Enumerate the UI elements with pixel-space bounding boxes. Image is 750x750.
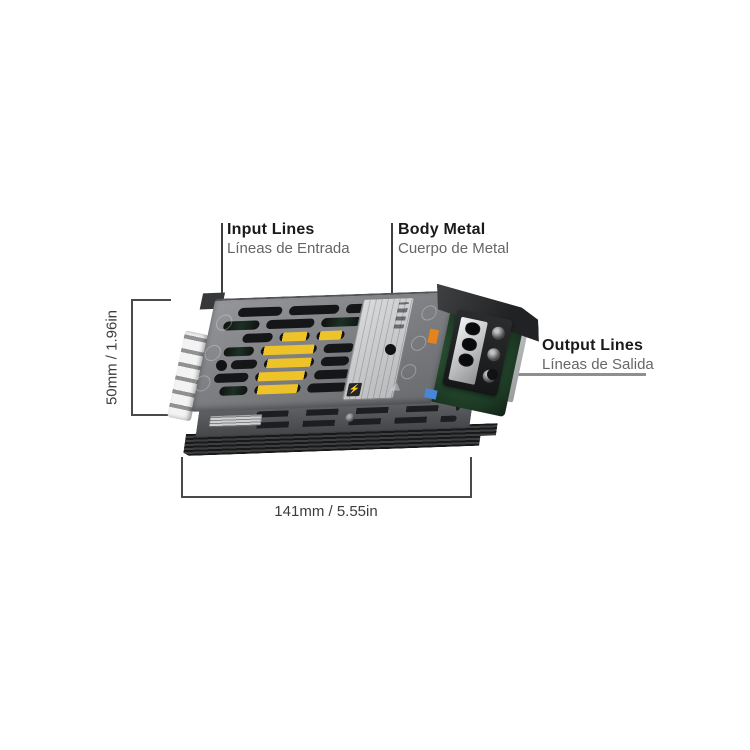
screw-emboss [409,335,428,352]
terminal-hole [464,320,482,337]
terminal-hole [457,352,475,369]
vent-slot [230,359,258,370]
height-dim-line [131,299,133,416]
vent-row [225,303,370,318]
vent-slot [313,369,352,380]
screw-emboss [419,305,439,321]
brand-logo-icon: ⚡ [346,382,363,397]
terminal-screw [490,325,507,341]
vent-row [214,356,356,370]
height-dim-tick-bottom [131,414,178,416]
terminal-screw [486,347,502,363]
callout-input-lines: Input Lines Líneas de Entrada [227,221,350,258]
vent-row [217,343,359,357]
vent-slot [315,330,346,341]
vent-slot [254,370,309,382]
output-leader-line [492,373,646,376]
vent-slot [320,316,363,328]
vent-slot [222,346,255,357]
width-dim-label: 141mm / 5.55in [274,503,378,520]
vent-slot [306,382,349,393]
vent-slot [213,372,250,384]
callout-body-subtitle: Cuerpo de Metal [398,240,509,257]
callout-body-title: Body Metal [398,221,486,238]
callout-input-title: Input Lines [227,221,315,238]
vent-slot [288,304,341,316]
vent-slot [278,331,311,342]
vent-slot [322,343,355,354]
vent-slot [263,357,315,369]
vent-row [211,369,353,384]
device-top-cover: ⚡ [191,290,456,412]
output-callout-dot [487,369,498,380]
height-dim-label: 50mm / 1.96in [103,309,121,406]
vent-row [220,330,362,344]
callout-body-metal: Body Metal Cuerpo de Metal [398,221,509,258]
vent-slot [218,385,249,396]
warning-triangle-icon [390,382,402,391]
width-dim-tick-left [181,457,183,498]
callout-output-lines: Output Lines Líneas de Salida [542,337,654,374]
serial-label [208,414,263,428]
callout-output-title: Output Lines [542,337,644,354]
width-dim-line [181,496,472,498]
input-leader-line [221,223,223,361]
height-dim-tick-top [131,299,171,301]
input-callout-dot [216,360,227,371]
vent-row [208,382,350,396]
vent-slot [237,306,284,318]
vent-slot [320,356,350,367]
body-callout-dot [385,344,396,355]
vent-slot [253,383,302,395]
certification-marks [393,302,410,329]
screw-emboss [399,363,418,380]
vent-slot [259,344,318,356]
terminal-hole [460,336,479,353]
callout-output-subtitle: Líneas de Salida [542,356,654,373]
width-dim-tick-right [470,457,472,498]
vent-slot [241,332,274,344]
callout-input-subtitle: Líneas de Entrada [227,240,350,257]
vent-slot [265,318,316,330]
body-leader-line [391,223,393,347]
vent-row [222,316,364,331]
